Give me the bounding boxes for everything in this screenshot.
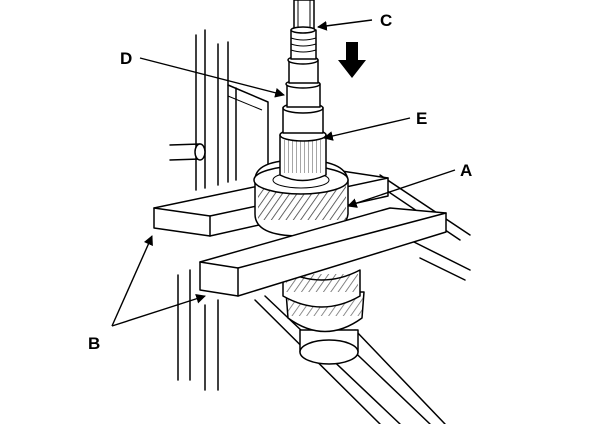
label-c: C: [380, 11, 392, 30]
lower-gear-assembly: [282, 269, 365, 365]
down-arrow-icon: [338, 42, 366, 78]
callout-leaders: [111, 19, 456, 327]
label-d: D: [120, 49, 132, 68]
label-e: E: [416, 109, 427, 128]
label-a: A: [460, 161, 472, 180]
press-ram-c: [290, 0, 316, 34]
label-b: B: [88, 334, 100, 353]
front-support-block: [199, 207, 447, 297]
driver-shaft-d: [282, 29, 324, 134]
press-frame: [169, 29, 471, 424]
collar-e: [279, 128, 327, 182]
